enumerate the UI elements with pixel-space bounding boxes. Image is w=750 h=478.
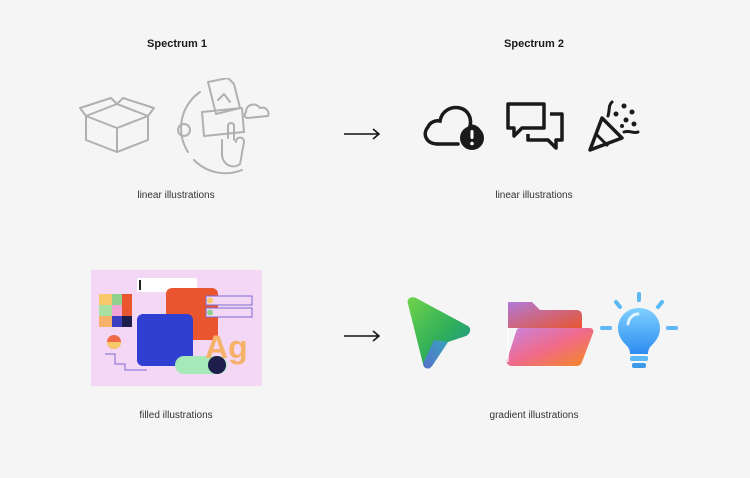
spectrum-2-heading: Spectrum 2	[504, 38, 564, 50]
arrow-right-icon	[344, 330, 381, 342]
party-popper-icon	[588, 100, 640, 152]
arrow-right-icon	[344, 128, 381, 140]
folder-icon	[506, 302, 594, 366]
cloud-document-hand-icon	[177, 78, 270, 175]
caption-s2-gradient: gradient illustrations	[489, 410, 579, 421]
filled-illustration: Ag	[91, 270, 262, 386]
lightbulb-icon	[600, 292, 678, 368]
play-arrow-icon	[407, 297, 471, 369]
caption-s1-linear: linear illustrations	[137, 190, 215, 201]
spectrum-1-heading: Spectrum 1	[147, 38, 207, 50]
caption-s1-filled: filled illustrations	[139, 410, 213, 421]
cloud-alert-icon	[423, 105, 484, 150]
chat-bubbles-icon	[506, 102, 564, 150]
filled-illustration-art: Ag	[99, 278, 253, 374]
box-icon	[79, 97, 155, 153]
caption-s2-linear: linear illustrations	[495, 190, 573, 201]
ag-text: Ag	[205, 329, 248, 365]
